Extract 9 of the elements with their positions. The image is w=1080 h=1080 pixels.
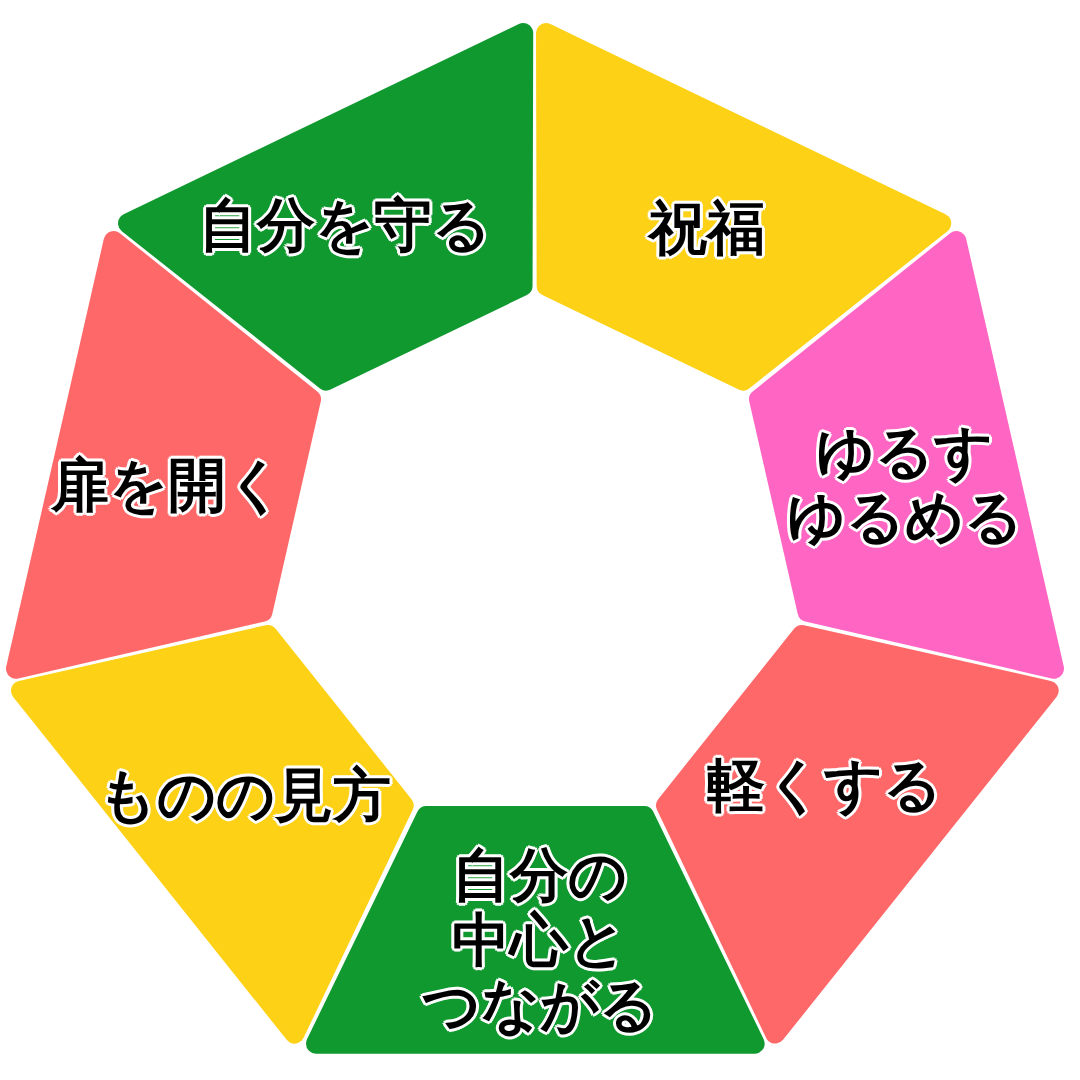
segment-label: ゆるすゆるめる — [787, 420, 1023, 550]
ring-segment — [655, 625, 1059, 1044]
segment-label: 軽くする — [707, 752, 943, 818]
segment-label: 自分を守る — [199, 192, 491, 258]
segment-label: ものの見方 — [98, 762, 392, 828]
segment-label: 扉を開く — [51, 452, 285, 518]
segment-label: 祝福 — [649, 195, 765, 261]
segment-label: 自分の中心とつながる — [422, 842, 658, 1038]
ring-segment — [536, 22, 952, 391]
